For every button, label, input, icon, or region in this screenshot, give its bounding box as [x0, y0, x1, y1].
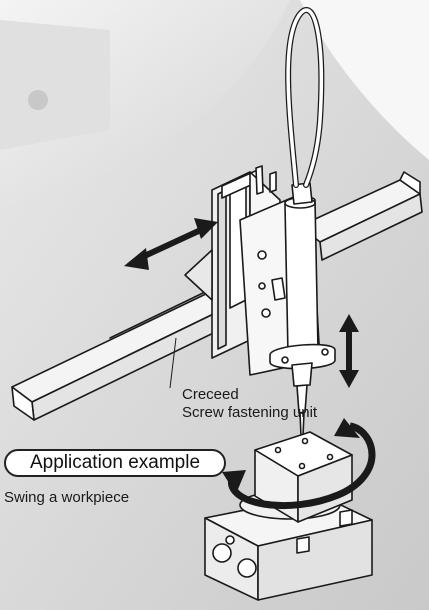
rotation-arrow-icon [222, 418, 376, 510]
screw-fastening-unit [239, 165, 336, 437]
application-example-badge: Application example [4, 449, 226, 477]
double-arrow-horizontal-icon [124, 218, 218, 270]
double-arrow-vertical-icon [339, 314, 359, 388]
callout-title: Creceed [182, 386, 239, 403]
background-photo-block [0, 20, 110, 150]
callout-leader-line [169, 337, 177, 389]
callout-subtitle: Screw fastening unit [182, 404, 318, 421]
cable-inner [286, 8, 324, 187]
background-photo-hole [28, 90, 48, 110]
linear-rail [11, 171, 423, 421]
background-light-panel [300, 0, 429, 160]
swing-caption: Swing a workpiece [4, 489, 130, 506]
